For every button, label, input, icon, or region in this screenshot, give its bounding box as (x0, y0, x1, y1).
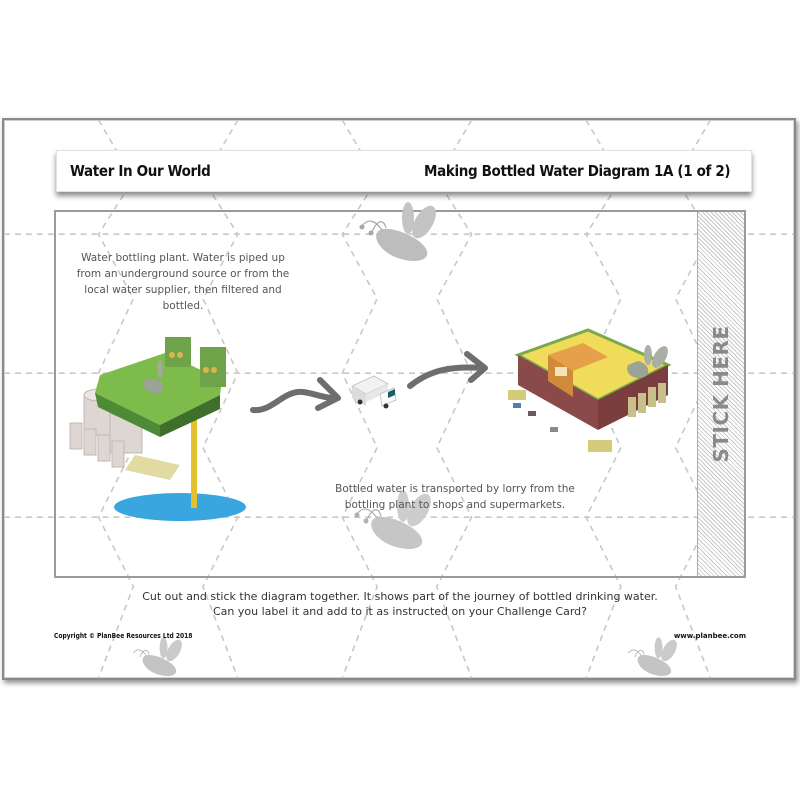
arrow-icon (250, 377, 341, 414)
supermarket-illustration (508, 328, 672, 452)
bottling-plant-illustration (69, 337, 246, 521)
bottling-plant-caption: Water bottling plant. Water is piped up … (76, 252, 290, 312)
arrow-icon (407, 351, 488, 389)
instructions-line-1: Cut out and stick the diagram together. … (142, 590, 658, 603)
lorry-illustration (351, 375, 397, 409)
instructions-text: Cut out and stick the diagram together. … (60, 589, 740, 619)
instructions-line-2: Can you label it and add to it as instru… (213, 605, 587, 618)
topic-title: Water In Our World (70, 162, 211, 180)
website-link[interactable]: www.planbee.com (673, 632, 746, 640)
title-bar: Water In Our World Making Bottled Water … (56, 150, 752, 192)
bee-watermark-icon (132, 637, 182, 677)
bee-watermark-icon (359, 202, 436, 261)
bee-watermark-icon (354, 490, 431, 549)
diagram-panel: STICK HERE (54, 210, 746, 578)
bee-watermark-icon (627, 637, 677, 677)
stick-here-tab[interactable]: STICK HERE (697, 212, 744, 576)
stick-here-label: STICK HERE (709, 325, 733, 463)
copyright-text: Copyright © PlanBee Resources Ltd 2018 (54, 632, 193, 640)
page-title: Making Bottled Water Diagram 1A (1 of 2) (423, 162, 731, 180)
lorry-caption: Bottled water is transported by lorry fr… (335, 483, 575, 511)
